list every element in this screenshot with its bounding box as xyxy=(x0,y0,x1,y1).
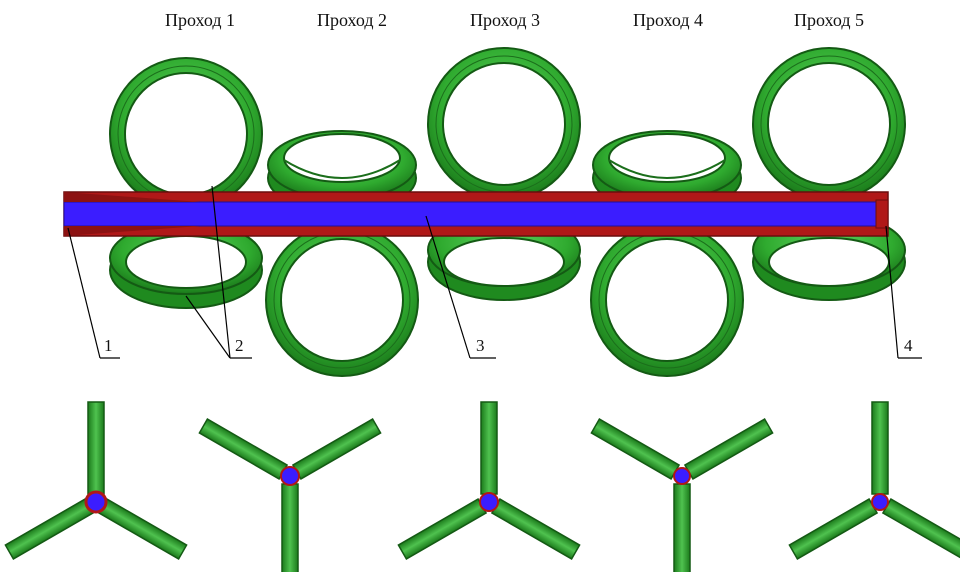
pass-title-5: Проход 5 xyxy=(793,10,865,30)
stand-schematic-pass-4 xyxy=(590,418,774,572)
billet xyxy=(63,191,889,237)
callout-label-4: 4 xyxy=(904,336,913,355)
roll-ring-pass-1-upper xyxy=(109,57,263,211)
stand-schematic-pass-2 xyxy=(198,418,382,572)
callout-label-2: 2 xyxy=(235,336,244,355)
stand-schematic-pass-3 xyxy=(397,401,581,560)
roll-ring-pass-4-lower xyxy=(590,223,744,377)
callout-label-1: 1 xyxy=(104,336,113,355)
stand-schematic-pass-1 xyxy=(4,401,188,560)
roll-ring-pass-5-upper xyxy=(752,47,906,201)
pass-title-4: Проход 4 xyxy=(632,10,704,30)
roll-ring-pass-3-upper xyxy=(427,47,581,201)
stand-schematic-pass-5 xyxy=(788,401,960,560)
pass-title-3: Проход 3 xyxy=(469,10,541,30)
pass-title-1: Проход 1 xyxy=(164,10,236,30)
pass-title-2: Проход 2 xyxy=(316,10,388,30)
callout-label-3: 3 xyxy=(476,336,485,355)
callout-lines xyxy=(67,185,922,359)
roll-ring-pass-2-lower xyxy=(265,223,419,377)
